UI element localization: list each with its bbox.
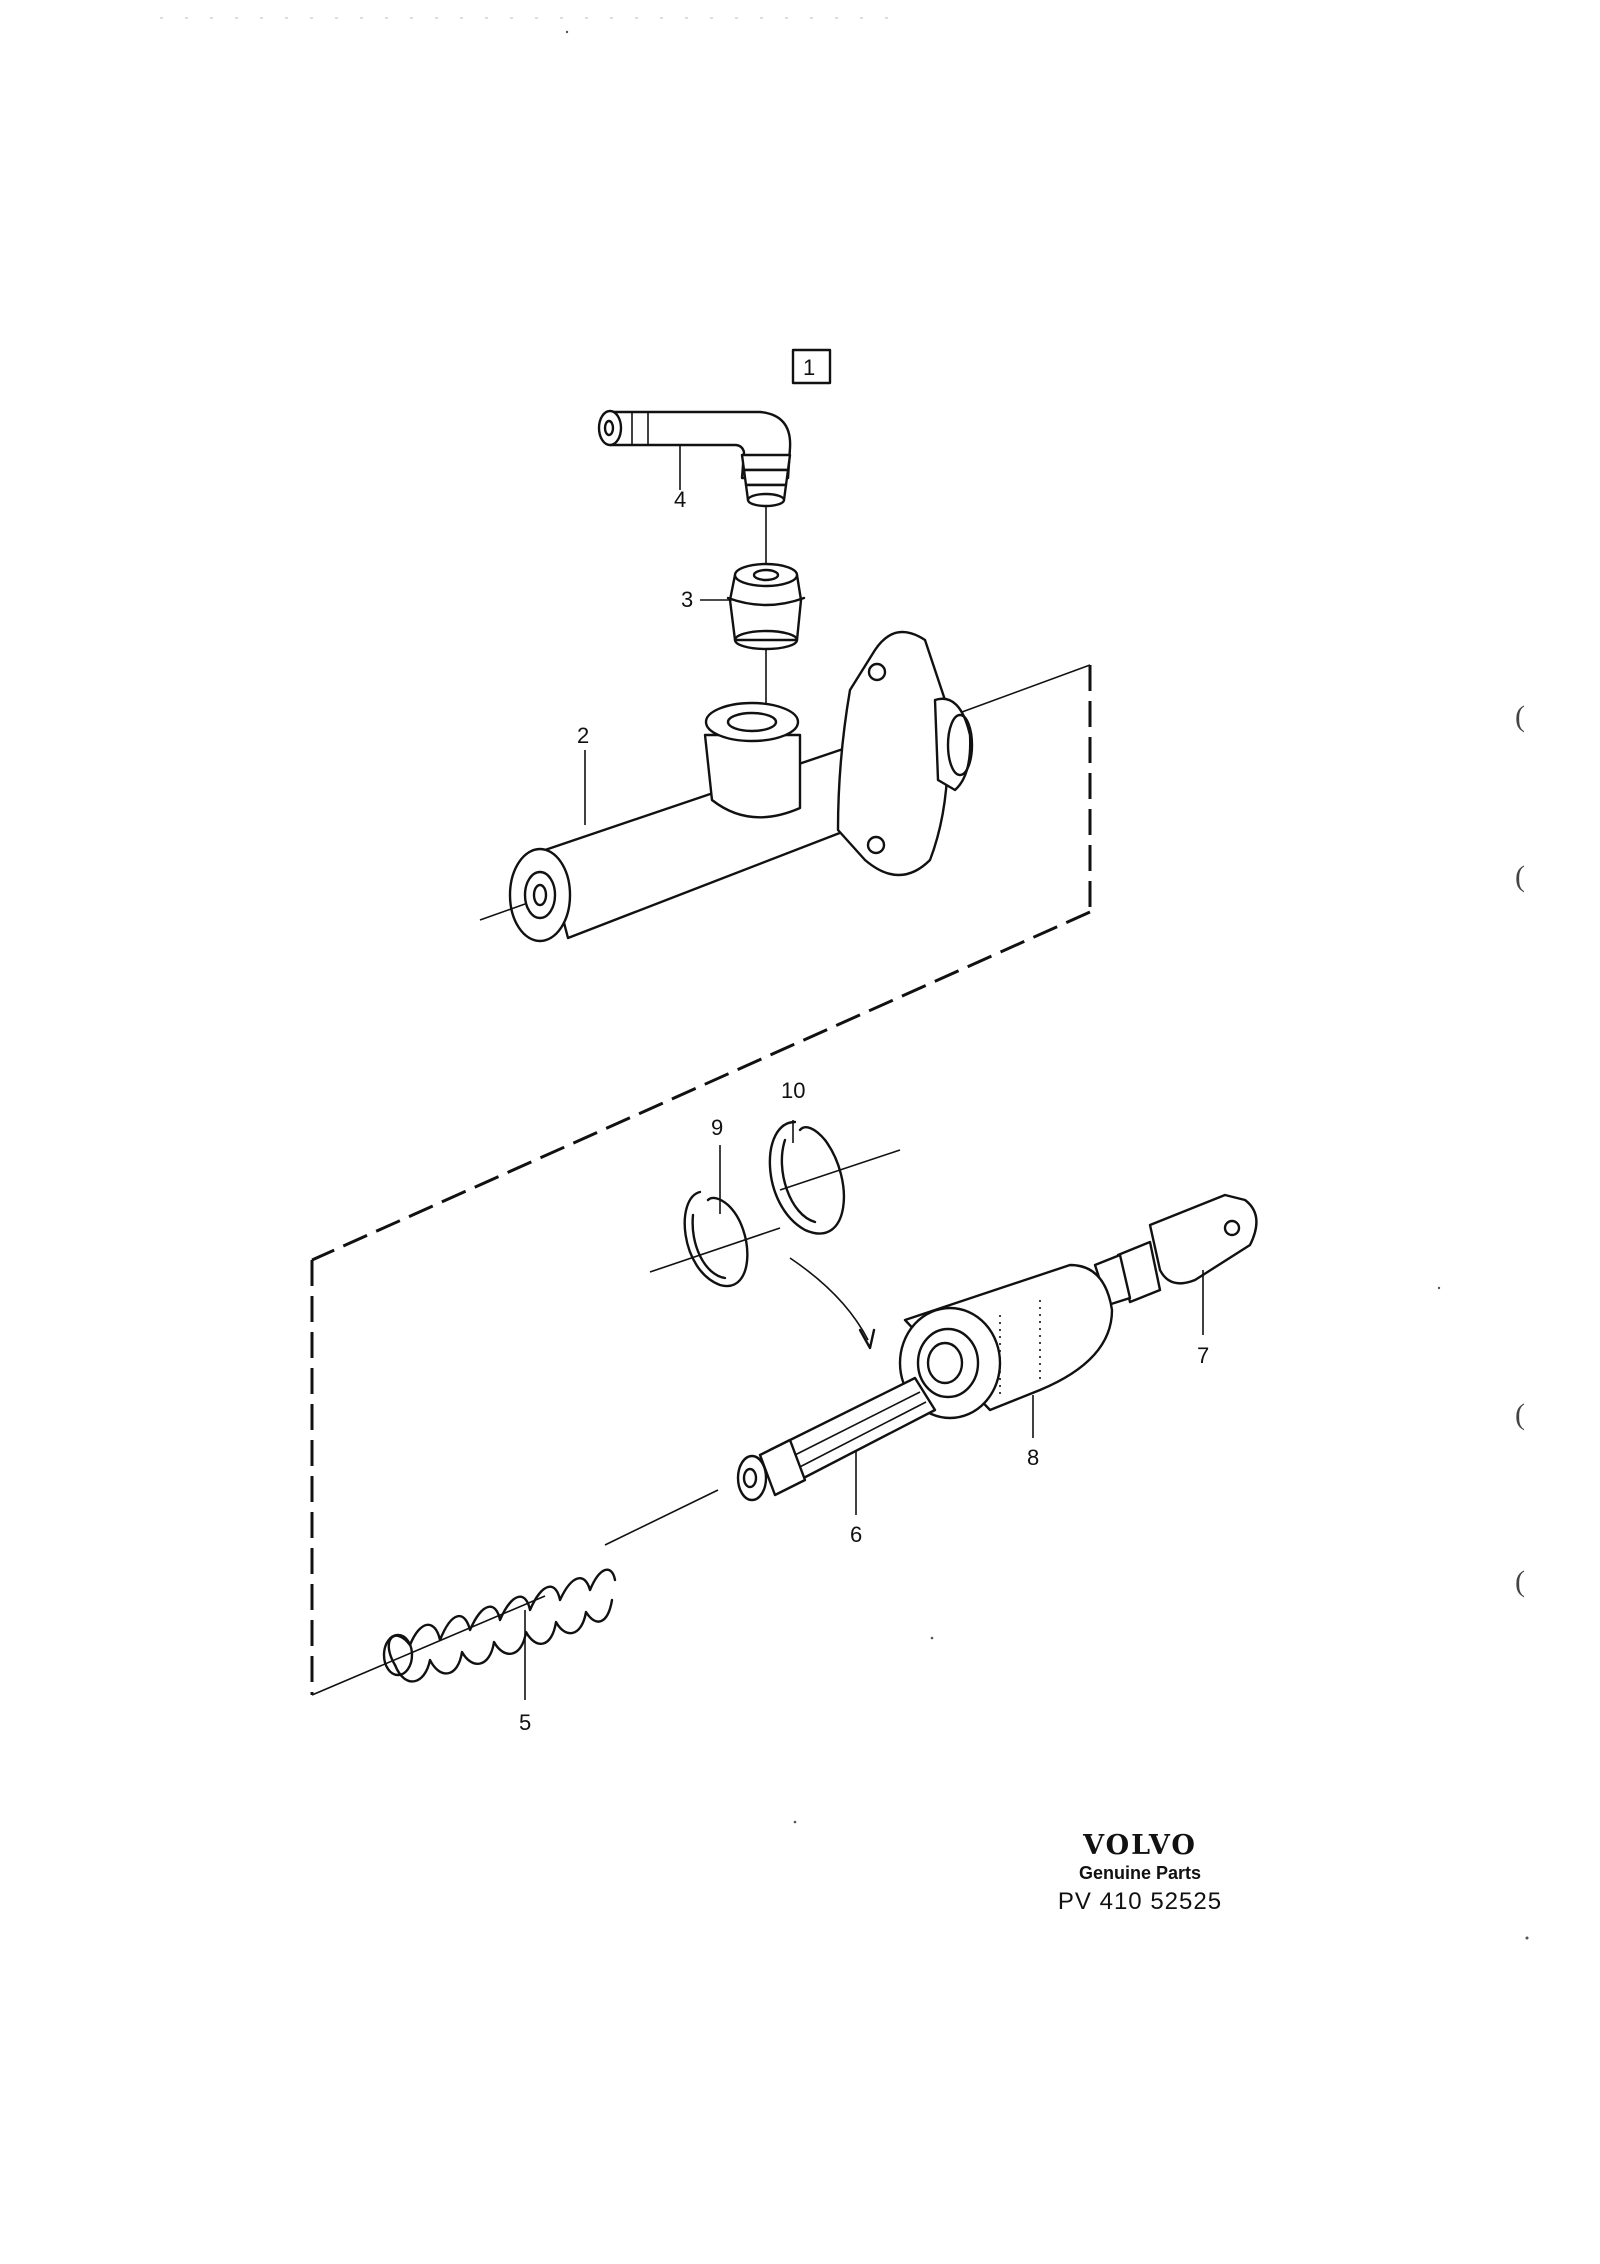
margin-mark: ( (1515, 1565, 1525, 1598)
callout-3: 3 (681, 587, 693, 612)
callout-6: 6 (850, 1522, 862, 1547)
margin-mark: ( (1515, 860, 1525, 893)
leader-lines (524, 445, 1204, 1700)
part-7-clevis (1093, 1193, 1258, 1307)
part-reference: PV 410 52525 (1057, 1888, 1223, 1915)
part-6-piston (604, 1376, 937, 1546)
part-4-hose-nipple (597, 409, 792, 565)
callout-labels: 2 3 4 5 6 7 8 9 10 (519, 487, 1209, 1735)
part-9-circlip (649, 1145, 781, 1288)
margin-mark: ( (1515, 1398, 1525, 1431)
volvo-logo: VOLVO (1083, 1830, 1197, 1861)
scan-marks (160, 17, 1529, 1940)
part-3-seal (726, 562, 806, 710)
part-8-boot (898, 1263, 1114, 1420)
brand-block: VOLVO Genuine Parts PV 410 52525 (1040, 1830, 1240, 1916)
callout-4: 4 (674, 487, 686, 512)
part-2-master-cylinder (479, 630, 974, 943)
callout-7: 7 (1197, 1343, 1209, 1368)
dashed-outline (310, 664, 1092, 1696)
margin-mark: ( (1515, 700, 1525, 733)
callout-5: 5 (519, 1710, 531, 1735)
group-box-label: 1 (803, 355, 815, 380)
callout-2: 2 (577, 723, 589, 748)
callout-8: 8 (1027, 1445, 1039, 1470)
part-5-spring (382, 1568, 617, 1683)
brand-tagline: Genuine Parts (1078, 1863, 1202, 1883)
callout-10: 10 (781, 1078, 805, 1103)
group-box: 1 (791, 348, 832, 385)
callout-9: 9 (711, 1115, 723, 1140)
part-10-circlip (768, 1120, 901, 1235)
